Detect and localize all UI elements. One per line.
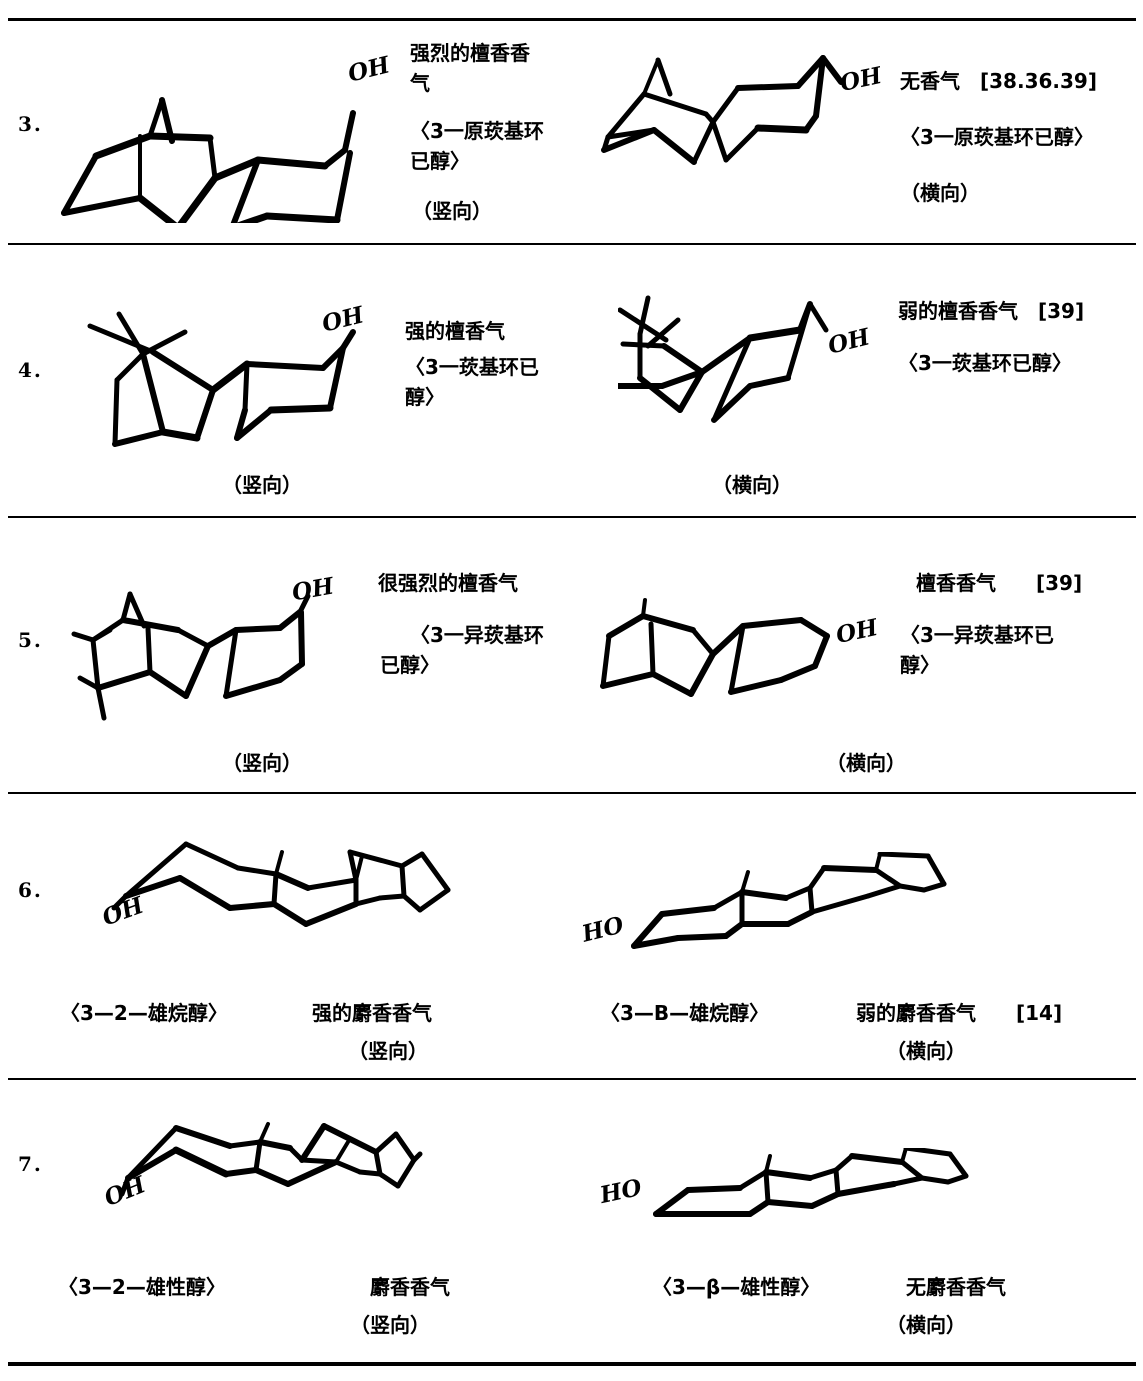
orientation-row7-right: （横向） bbox=[886, 1313, 966, 1337]
table-rule-after-row-4 bbox=[8, 516, 1136, 518]
table-rule-after-row-5 bbox=[8, 792, 1136, 794]
odor-row4-right: 弱的檀香香气 [39] bbox=[898, 299, 1085, 323]
orientation-row3-left: （竖向） bbox=[412, 199, 492, 223]
orientation-row6-left: （竖向） bbox=[348, 1039, 428, 1063]
odor-row6-right: 弱的麝香香气 [14] bbox=[856, 1001, 1063, 1025]
compound-name-row3-left: 〈3一原莰基环 已醇〉 bbox=[410, 119, 544, 173]
structure-row7-horizontal bbox=[648, 1148, 1028, 1258]
table-rule-after-row-6 bbox=[8, 1078, 1136, 1080]
compound-name-row3-right: 〈3一原莰基环已醇〉 bbox=[900, 125, 1094, 149]
row-number-4: 4. bbox=[18, 358, 43, 382]
table-rule-top bbox=[8, 18, 1136, 21]
structure-row5-horizontal bbox=[595, 588, 885, 718]
compound-name-row7-right: 〈3—β—雄性醇〉 bbox=[652, 1275, 821, 1299]
orientation-row7-left: （竖向） bbox=[350, 1313, 430, 1337]
odor-row5-right: 檀香香气 [39] bbox=[916, 571, 1083, 595]
oh-label-row7-right: HO bbox=[597, 1173, 645, 1210]
odor-row5-left: 很强烈的檀香气 bbox=[378, 571, 518, 595]
row-number-7: 7. bbox=[18, 1152, 43, 1176]
structure-row3-vertical bbox=[50, 38, 400, 223]
structure-row4-vertical bbox=[85, 292, 385, 452]
orientation-row5-left: （竖向） bbox=[222, 751, 302, 775]
odor-row7-left: 麝香香气 bbox=[370, 1275, 450, 1299]
compound-name-row6-right: 〈3—B—雄烷醇〉 bbox=[600, 1001, 770, 1025]
compound-name-row6-left: 〈3—2—雄烷醇〉 bbox=[60, 1001, 228, 1025]
compound-name-row4-right: 〈3一莰基环已醇〉 bbox=[898, 351, 1072, 375]
compound-name-row7-left: 〈3—2—雄性醇〉 bbox=[58, 1275, 226, 1299]
odor-row3-right: 无香气 [38.36.39] bbox=[900, 69, 1097, 93]
structure-row7-vertical bbox=[108, 1112, 508, 1222]
table-rule-after-row-3 bbox=[8, 243, 1136, 245]
odor-row4-left: 强的檀香气 bbox=[405, 319, 505, 343]
odor-row3-left: 强烈的檀香香 气 bbox=[410, 41, 530, 95]
structure-row5-vertical bbox=[68, 572, 368, 722]
orientation-row3-right: （横向） bbox=[900, 181, 980, 205]
structure-row6-vertical bbox=[108, 832, 508, 942]
compound-name-row5-left: 〈3一异莰基环 已醇〉 bbox=[380, 623, 544, 677]
orientation-row4-left: （竖向） bbox=[222, 473, 302, 497]
row-number-3: 3. bbox=[18, 112, 43, 136]
odor-row6-left: 强的麝香香气 bbox=[312, 1001, 432, 1025]
table-rule-bottom bbox=[8, 1362, 1136, 1366]
structure-row4-horizontal bbox=[618, 288, 908, 448]
orientation-row4-right: （横向） bbox=[712, 473, 792, 497]
compound-name-row5-right: 〈3一异莰基环已 醇〉 bbox=[900, 623, 1054, 677]
structure-row6-horizontal bbox=[628, 852, 1028, 962]
odor-row7-right: 无麝香香气 bbox=[906, 1275, 1006, 1299]
structure-row3-horizontal bbox=[598, 42, 898, 212]
row-number-6: 6. bbox=[18, 878, 43, 902]
orientation-row6-right: （横向） bbox=[886, 1039, 966, 1063]
row-number-5: 5. bbox=[18, 628, 43, 652]
compound-name-row4-left: 〈3一莰基环已 醇〉 bbox=[405, 355, 539, 409]
oh-label-row6-right: HO bbox=[579, 911, 627, 948]
orientation-row5-right: （横向） bbox=[826, 751, 906, 775]
